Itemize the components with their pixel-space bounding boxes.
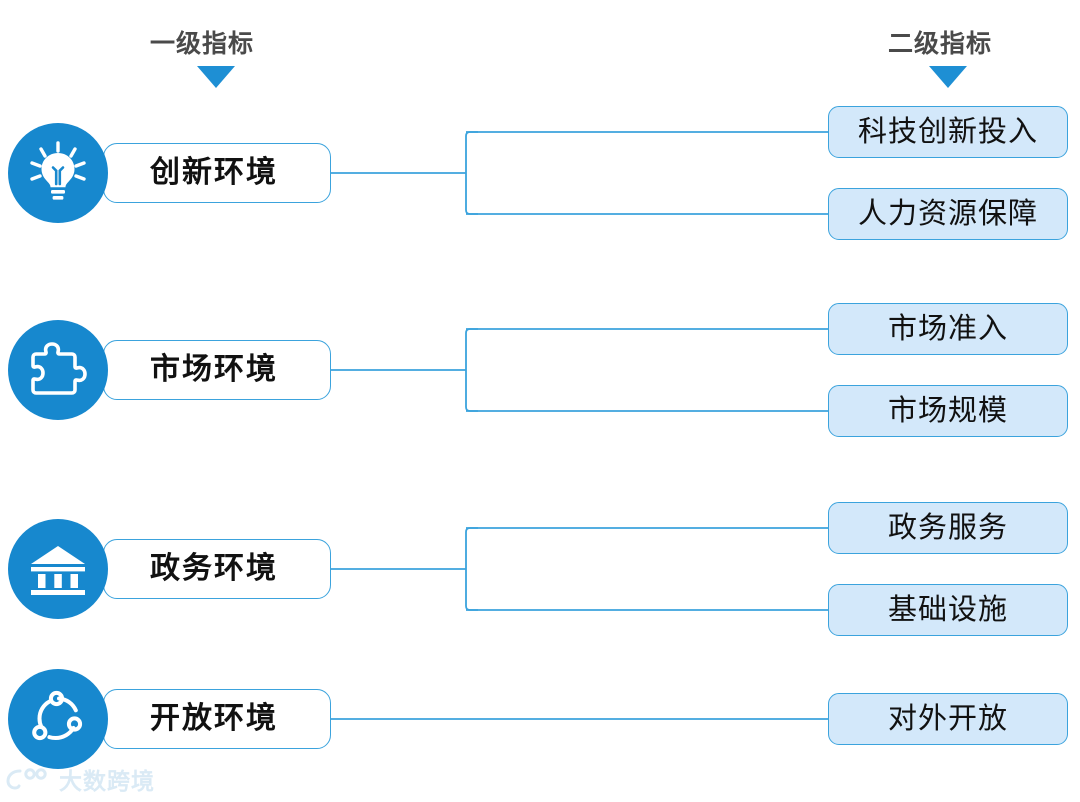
level2-box-market-0[interactable]: 市场准入	[828, 303, 1068, 355]
column-header-level2: 二级指标	[888, 30, 993, 58]
level2-label-market-1: 市场规模	[887, 394, 1008, 427]
level2-label-market-0: 市场准入	[887, 312, 1008, 345]
level1-label-openness: 开放环境	[150, 702, 278, 735]
level2-label-government-1: 基础设施	[887, 593, 1008, 626]
level2-box-openness-0[interactable]: 对外开放	[828, 693, 1068, 745]
level1-box-government[interactable]: 政务环境	[103, 539, 331, 599]
level2-label-openness-0: 对外开放	[887, 702, 1008, 735]
level1-label-innovation: 创新环境	[150, 156, 278, 189]
level1-label-government: 政务环境	[150, 552, 278, 585]
puzzle-piece-icon	[8, 320, 108, 420]
share-network-icon	[8, 669, 108, 769]
level2-box-innovation-1[interactable]: 人力资源保障	[828, 188, 1068, 240]
level2-box-market-1[interactable]: 市场规模	[828, 385, 1068, 437]
level2-box-innovation-0[interactable]: 科技创新投入	[828, 106, 1068, 158]
level1-box-openness[interactable]: 开放环境	[103, 689, 331, 749]
level2-label-innovation-0: 科技创新投入	[857, 115, 1038, 148]
connector-bracket-1	[465, 131, 478, 215]
triangle-down-icon-level2	[929, 66, 967, 88]
lightbulb-icon	[8, 123, 108, 223]
level1-label-market: 市场环境	[150, 353, 278, 386]
level1-box-innovation[interactable]: 创新环境	[103, 143, 331, 203]
government-building-icon	[8, 519, 108, 619]
level1-box-market[interactable]: 市场环境	[103, 340, 331, 400]
level2-label-government-0: 政务服务	[887, 511, 1008, 544]
connector-bracket-3	[465, 527, 478, 611]
watermark-text: 大数跨境	[59, 768, 155, 794]
watermark: 大数跨境	[6, 767, 155, 796]
level2-box-government-1[interactable]: 基础设施	[828, 584, 1068, 636]
dashu-logo-icon	[6, 767, 52, 796]
connector-bracket-2	[465, 328, 478, 412]
level2-box-government-0[interactable]: 政务服务	[828, 502, 1068, 554]
level2-label-innovation-1: 人力资源保障	[857, 197, 1038, 230]
triangle-down-icon-level1	[197, 66, 235, 88]
column-header-level1: 一级指标	[150, 30, 255, 58]
